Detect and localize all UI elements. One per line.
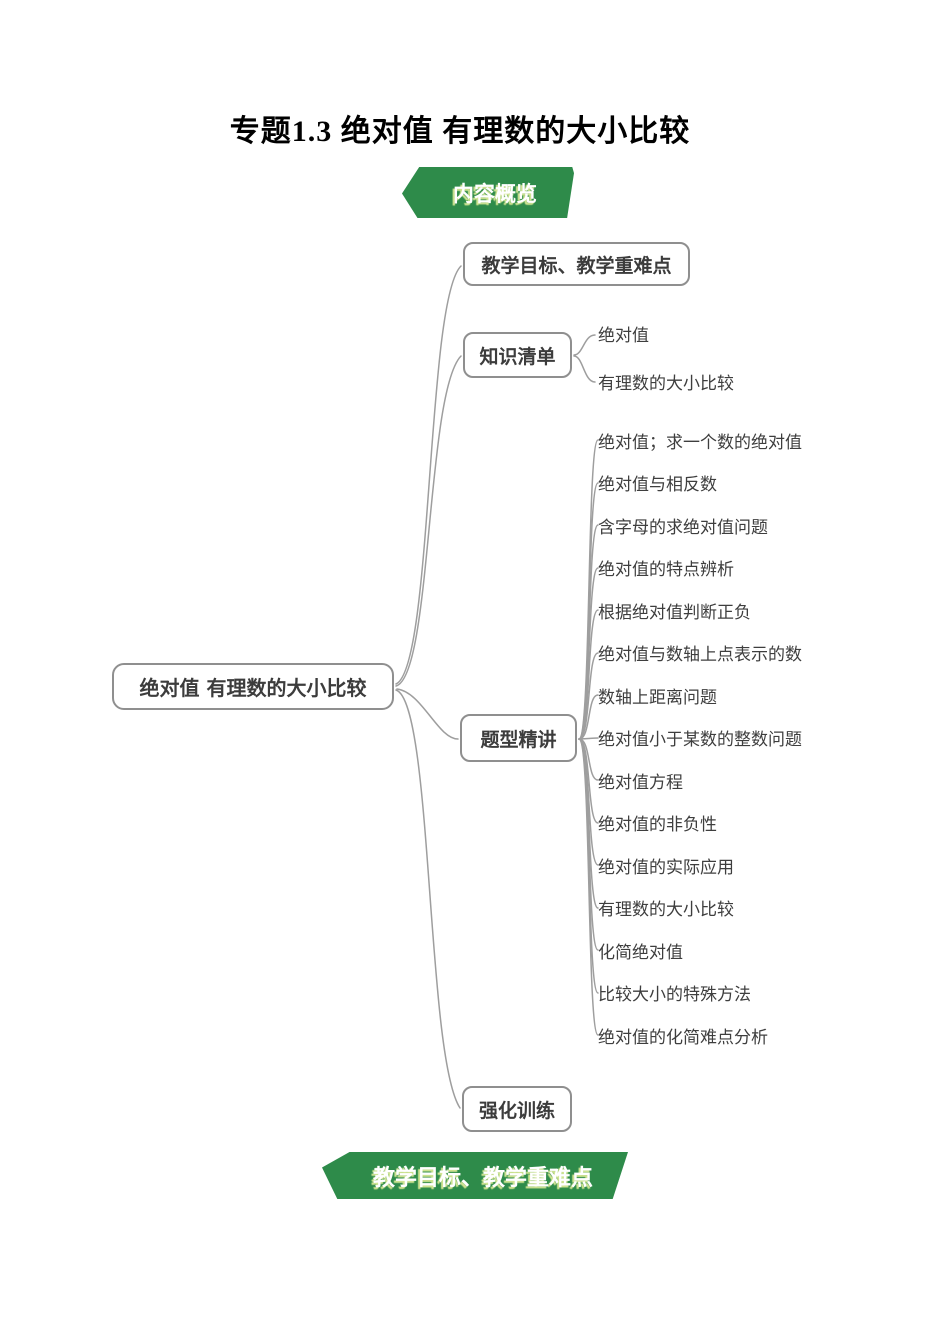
knowledge-child-rational-compare: 有理数的大小比较 [598, 373, 734, 394]
connector-knowledge-child-1 [573, 334, 596, 356]
mindmap-root-node: 绝对值 有理数的大小比较 [112, 663, 394, 710]
connector-root-training [395, 689, 461, 1109]
topic-item: 比较大小的特殊方法 [598, 985, 751, 1006]
topic-item: 绝对值；求一个数的绝对值 [598, 432, 802, 453]
connector-root-goals [395, 265, 462, 685]
mindmap-branch-topics: 题型精讲 [460, 714, 577, 762]
mindmap-branch-topics-label: 题型精讲 [480, 728, 557, 751]
section-banner-teaching-goals: 教学目标、教学重难点 [322, 1152, 628, 1199]
topic-item: 绝对值与相反数 [598, 475, 717, 496]
topic-item: 含字母的求绝对值问题 [598, 517, 768, 538]
page-title: 专题1.3 绝对值 有理数的大小比较 [229, 115, 691, 148]
knowledge-child-absolute-value: 绝对值 [598, 325, 649, 346]
topic-item: 绝对值的实际应用 [598, 857, 734, 878]
mindmap-root-label: 绝对值 有理数的大小比较 [139, 676, 367, 700]
mindmap-branch-training: 强化训练 [462, 1086, 572, 1132]
topic-item: 绝对值的化简难点分析 [598, 1027, 768, 1048]
connector-topic-5 [578, 609, 599, 740]
connector-topic-6 [578, 652, 599, 740]
section-banner-overview: 内容概览 [402, 167, 574, 218]
topic-item: 绝对值方程 [598, 772, 683, 793]
topic-item: 绝对值小于某数的整数问题 [598, 730, 802, 751]
topic-item: 数轴上距离问题 [598, 687, 717, 708]
mindmap-branch-training-label: 强化训练 [478, 1099, 555, 1122]
mindmap-branch-knowledge-label: 知识清单 [479, 345, 556, 368]
mindmap-branch-knowledge: 知识清单 [463, 332, 572, 378]
connector-knowledge-child-2 [573, 355, 596, 383]
connector-root-topics [396, 688, 459, 740]
connector-topic-7 [578, 694, 599, 740]
connector-topic-15 [578, 738, 599, 1036]
topic-item: 化简绝对值 [598, 942, 683, 963]
connector-root-knowledge [395, 355, 462, 687]
mindmap-branch-goals: 教学目标、教学重难点 [463, 242, 690, 286]
topic-item: 根据绝对值判断正负 [598, 602, 751, 623]
section-banner-teaching-goals-label: 教学目标、教学重难点 [372, 1165, 593, 1191]
topic-item: 绝对值的非负性 [598, 815, 717, 836]
topic-item: 绝对值与数轴上点表示的数 [598, 645, 802, 666]
section-banner-overview-label: 内容概览 [453, 181, 537, 206]
topic-list: 绝对值；求一个数的绝对值 绝对值与相反数 含字母的求绝对值问题 绝对值的特点辨析… [598, 419, 802, 1057]
topic-item: 有理数的大小比较 [598, 900, 734, 921]
mindmap-branch-goals-label: 教学目标、教学重难点 [481, 254, 672, 277]
topic-item: 绝对值的特点辨析 [598, 560, 734, 581]
